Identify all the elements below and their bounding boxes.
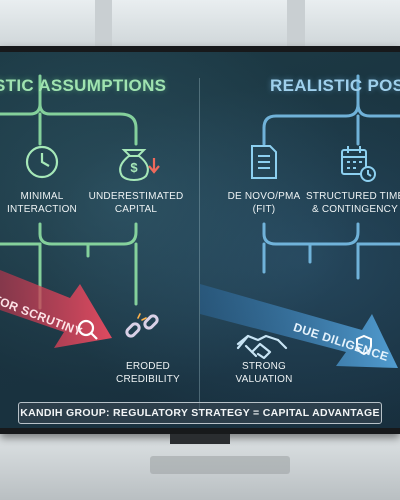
- window-pane: [305, 0, 400, 48]
- label-line: CAPITAL: [114, 204, 158, 215]
- monitor: $: [0, 46, 400, 434]
- magnifier-icon: [77, 319, 98, 340]
- clock-icon: [25, 145, 59, 179]
- svg-text:$: $: [130, 160, 138, 175]
- handshake-icon: [236, 334, 288, 360]
- right-due-diligence-arrow: [200, 284, 398, 368]
- label-line: (FIT): [252, 204, 276, 215]
- label-line: ERODED: [126, 361, 170, 372]
- money-bag-down-icon: $: [119, 149, 160, 182]
- right-outcome-label: STRONG VALUATION: [228, 360, 300, 386]
- broken-chain-icon: [125, 313, 159, 338]
- window-pane: [0, 0, 95, 48]
- label-line: DE NOVO/PMA: [227, 191, 301, 202]
- label-line: VALUATION: [235, 374, 293, 385]
- summary-banner: KANDIH GROUP: REGULATORY STRATEGY = CAPI…: [18, 402, 382, 424]
- label-line: STRONG: [242, 361, 286, 372]
- label-line: STRUCTURED TIMELII: [306, 191, 400, 202]
- window-pane: [112, 0, 287, 48]
- right-flow-lines: [262, 74, 400, 280]
- label-line: & CONTINGENCY: [312, 204, 398, 215]
- shield-icon: [356, 334, 372, 356]
- label-line: CREDIBILITY: [116, 374, 180, 385]
- label-line: UNDERESTIMATED: [88, 191, 184, 202]
- label-line: INTERACTION: [7, 204, 77, 215]
- left-item-1-label: MINIMAL INTERACTION: [0, 190, 84, 216]
- monitor-stand: [170, 434, 230, 444]
- left-outcome-label: ERODED CREDIBILITY: [112, 360, 184, 386]
- label-line: MINIMAL: [20, 191, 64, 202]
- left-scrutiny-arrow: [0, 270, 112, 348]
- left-flow-lines: [0, 74, 138, 310]
- bench: [150, 456, 290, 474]
- panel-divider: [199, 78, 200, 414]
- right-item-1-label: DE NOVO/PMA (FIT): [218, 190, 310, 216]
- document-icon: [251, 145, 277, 179]
- right-item-2-label: STRUCTURED TIMELII & CONTINGENCY: [306, 190, 400, 216]
- flow-diagram: $: [0, 74, 400, 368]
- left-panel-heading: STIC ASSUMPTIONS: [0, 76, 167, 95]
- right-panel-heading: REALISTIC POSITI: [270, 76, 400, 95]
- left-item-2-label: UNDERESTIMATED CAPITAL: [88, 190, 184, 216]
- calendar-clock-icon: [341, 146, 376, 182]
- presentation-slide: $: [0, 52, 400, 428]
